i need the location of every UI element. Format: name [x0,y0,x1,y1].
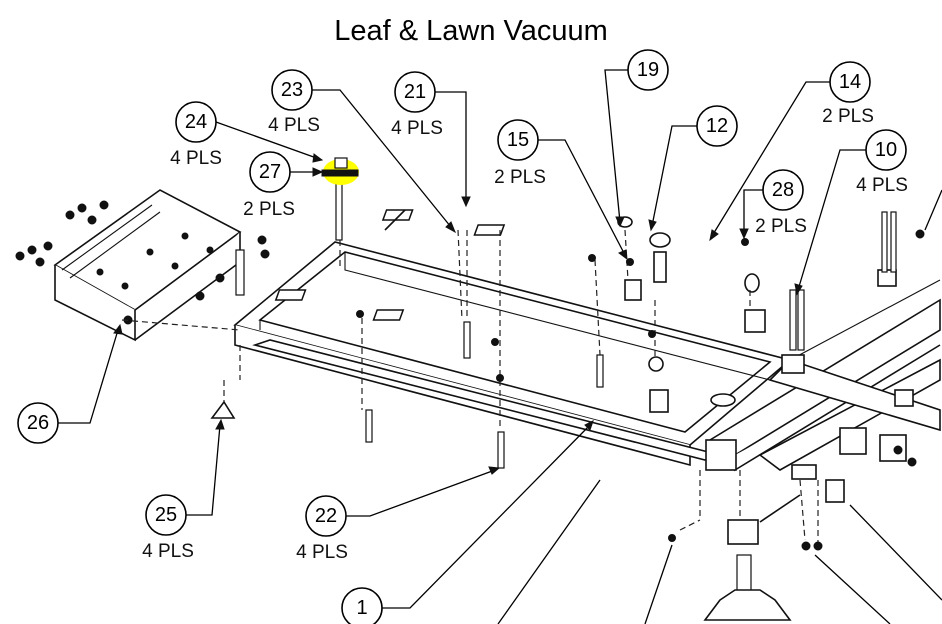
callout-19: 19 [627,49,669,91]
callout-22: 22 4 PLS [296,495,348,563]
callout-number: 26 [27,412,49,434]
callout-circle [249,151,291,193]
callout-quantity: 4 PLS [170,148,222,169]
callout-number: 21 [404,81,426,103]
callout-number: 1 [356,597,367,619]
callout-quantity: 4 PLS [268,115,320,136]
mounting-bracket [53,189,242,342]
callout-1: 1 [341,587,383,624]
callout-number: 15 [507,129,529,151]
callout-circle [762,169,804,211]
callout-27: 27 2 PLS [243,151,295,220]
left-hardware [15,200,270,301]
highlighted-pin [321,169,359,177]
callout-quantity: 2 PLS [243,199,295,220]
callout-14: 14 2 PLS [822,61,874,127]
callout-25: 25 4 PLS [142,494,194,562]
main-frame [121,164,941,621]
callout-number: 23 [281,79,303,101]
callout-circle [394,71,436,113]
callout-circle [627,49,669,91]
callout-circle [17,402,59,444]
callout-number: 25 [155,504,177,526]
callout-quantity: 2 PLS [755,216,807,237]
callout-circle [305,495,347,537]
callout-quantity: 4 PLS [391,118,443,139]
callout-quantity: 2 PLS [494,167,546,188]
callout-number: 19 [637,59,659,81]
callout-number: 28 [772,179,794,201]
callout-26: 26 [17,402,59,444]
callout-circle [145,494,187,536]
frame-drawing [15,157,941,621]
callout-12: 12 [696,105,738,147]
callout-quantity: 4 PLS [856,175,908,196]
callout-28: 28 2 PLS [755,169,807,237]
callout-23: 23 4 PLS [268,69,320,136]
callout-circle [271,69,313,111]
callout-circle [865,129,907,171]
leader-lines [58,69,942,624]
callout-number: 12 [706,115,728,137]
callout-number: 14 [839,71,861,93]
callout-number: 24 [185,111,207,133]
callout-quantity: 2 PLS [822,106,874,127]
callout-number: 27 [259,161,281,183]
highlighted-bolt-head [334,157,348,169]
callout-circle [497,119,539,161]
callout-number: 10 [875,139,897,161]
diagram-title: Leaf & Lawn Vacuum [334,15,608,47]
callout-quantity: 4 PLS [296,542,348,563]
callout-number: 22 [315,505,337,527]
callout-circle [341,587,383,624]
callout-15: 15 2 PLS [494,119,546,188]
callout-24: 24 4 PLS [170,101,222,169]
callout-circle [175,101,217,143]
callout-circle [829,61,871,103]
callout-21: 21 4 PLS [391,71,443,139]
callout-quantity: 4 PLS [142,541,194,562]
callout-circle [696,105,738,147]
callout-10: 10 4 PLS [856,129,908,196]
